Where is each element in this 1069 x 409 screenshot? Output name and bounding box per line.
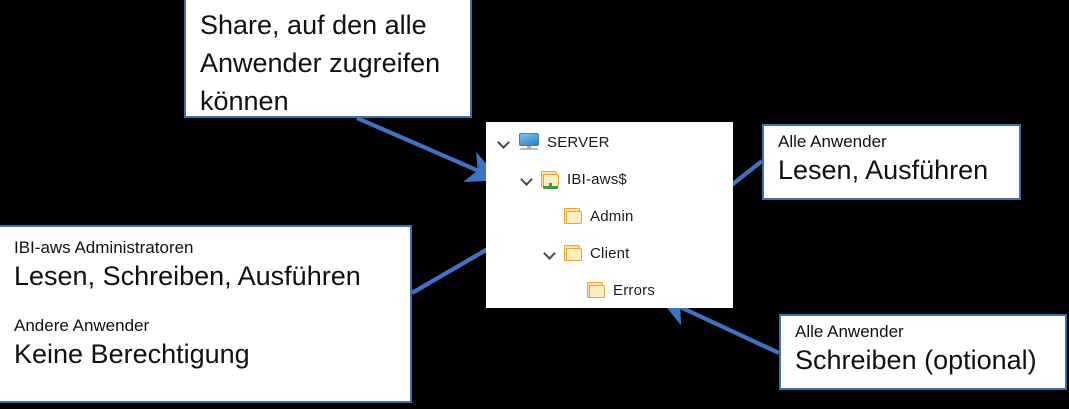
chevron-placeholder-icon [565,282,581,298]
share-note-line-3: können [200,86,289,116]
folder-icon [564,244,583,262]
tree-node-admin[interactable]: Admin [542,203,634,229]
tree-node-client[interactable]: Client [542,240,630,266]
callout-spacer [14,293,400,315]
all-users-write-permissions: Schreiben (optional) [795,345,1037,375]
folder-front [566,248,582,261]
other-users-permissions: Keine Berechtigung [14,339,250,369]
callout-admin-permissions: IBI-aws Administratoren Lesen, Schreiben… [0,225,412,403]
share-note-line-2: Anwender zugreifen [200,48,441,78]
share-stand-base [543,186,558,189]
all-users-read-permissions: Lesen, Ausführen [778,155,989,185]
folder-front [589,285,605,298]
monitor-icon [518,133,540,151]
share-note-line-1: Share, auf den alle [200,10,427,40]
all-users-write-label: Alle Anwender [795,322,904,341]
monitor-screen [519,133,539,146]
share-stand-pole [549,183,552,187]
tree-node-errors[interactable]: Errors [565,277,655,303]
other-users-label: Andere Anwender [14,316,150,335]
tree-node-label-server: SERVER [547,133,610,151]
folder-front [566,211,582,224]
tree-node-label-client: Client [590,244,630,262]
all-users-read-label: Alle Anwender [778,132,887,151]
chevron-down-icon[interactable] [542,245,558,261]
folder-icon [587,281,606,299]
arrow-share-note-to-ibi-aws [356,116,501,182]
tree-node-ibi-aws-share[interactable]: IBI-aws$ [519,166,627,192]
chevron-down-icon[interactable] [496,134,512,150]
admins-group-label: IBI-aws Administratoren [14,238,194,257]
chevron-placeholder-icon [542,208,558,224]
callout-all-users-read: Alle Anwender Lesen, Ausführen [762,124,1021,200]
chevron-down-icon[interactable] [519,171,535,187]
callout-share-note: Share, auf den alle Anwender zugreifen k… [184,0,472,118]
monitor-neck [527,146,531,148]
tree-node-label-ibi-aws: IBI-aws$ [567,170,627,188]
admins-group-permissions: Lesen, Schreiben, Ausführen [14,261,361,291]
shared-folder-icon [541,170,560,189]
tree-node-server[interactable]: SERVER [496,129,610,155]
tree-node-label-admin: Admin [590,207,634,225]
monitor-base [520,148,538,150]
folder-tree-panel[interactable]: SERVER IBI-aws$ Admin [486,122,733,308]
tree-node-label-errors: Errors [613,281,656,299]
callout-all-users-write: Alle Anwender Schreiben (optional) [779,314,1067,390]
folder-icon [564,207,583,225]
